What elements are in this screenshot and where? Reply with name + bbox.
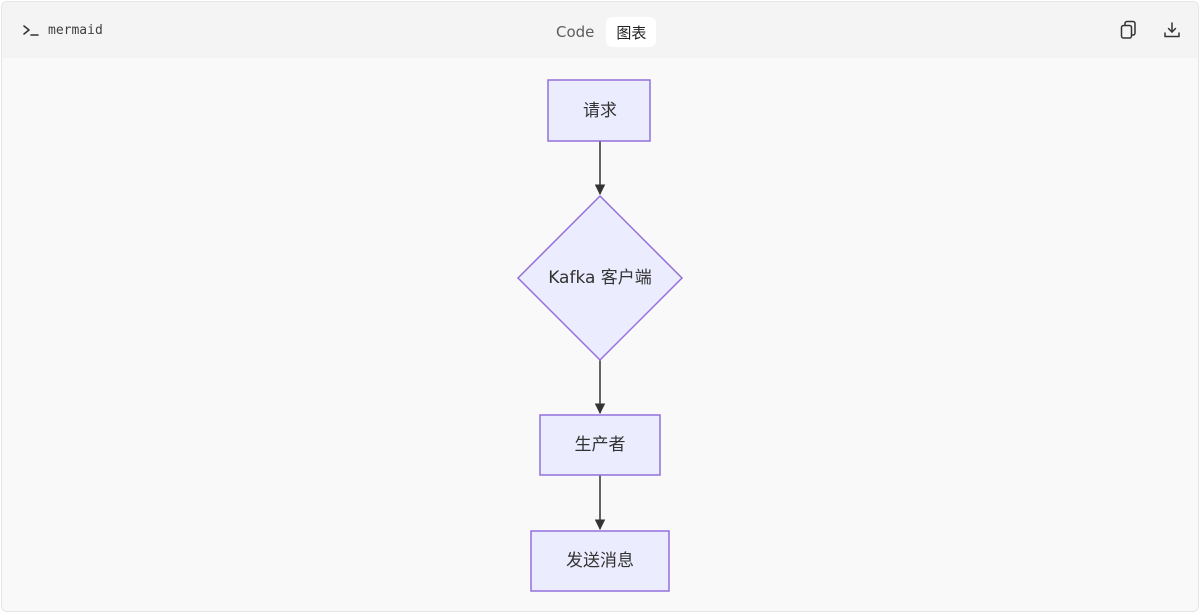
node-label: 生产者 (575, 435, 626, 455)
language-indicator: mermaid (22, 2, 103, 58)
copy-button[interactable] (1117, 19, 1139, 41)
language-label: mermaid (48, 22, 103, 38)
flow-node-kafka-client: Kafka 客户端 (516, 194, 684, 362)
download-icon (1164, 22, 1180, 38)
view-tabs: Code 图表 (546, 16, 657, 48)
flow-node-send-message: 发送消息 (530, 530, 670, 592)
download-button[interactable] (1161, 19, 1183, 41)
tab-code[interactable]: Code (556, 23, 595, 41)
node-label: 发送消息 (566, 551, 634, 571)
node-label: 请求 (583, 101, 617, 121)
flowchart-diagram: 请求 Kafka 客户端 生产者 发送消息 (516, 79, 684, 592)
flow-node-producer: 生产者 (539, 414, 661, 476)
node-label: Kafka 客户端 (548, 268, 652, 288)
flow-node-request: 请求 (547, 79, 651, 142)
tab-diagram[interactable]: 图表 (606, 17, 657, 47)
terminal-prompt-icon (23, 25, 39, 36)
code-block-toolbar: mermaid Code 图表 (2, 2, 1198, 58)
copy-icon (1120, 20, 1136, 39)
